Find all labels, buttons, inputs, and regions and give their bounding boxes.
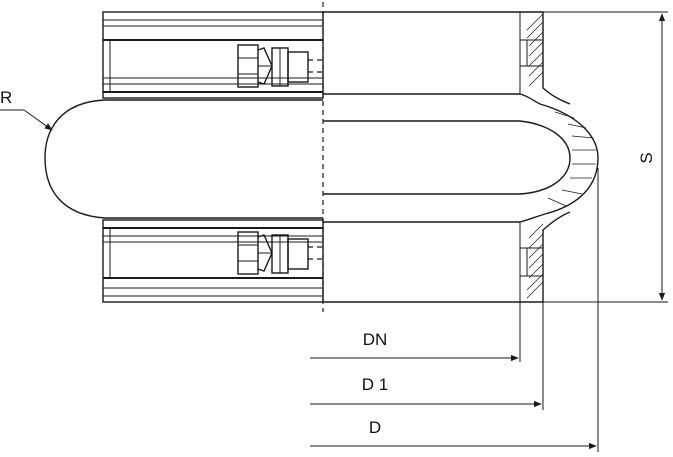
dimension-d-label: D xyxy=(369,418,381,437)
rubber-bellow-section xyxy=(519,93,599,223)
dimension-r-label: R xyxy=(0,88,12,107)
dimension-s: S xyxy=(543,11,668,303)
lower-flange-assembly xyxy=(102,219,324,303)
lower-bolt-nut xyxy=(237,231,323,275)
upper-bolt-nut xyxy=(237,44,323,88)
dimension-r: R xyxy=(0,88,53,131)
dimension-dn: DN xyxy=(310,302,521,362)
dimension-d1: D 1 xyxy=(310,302,544,410)
rubber-bellow-exterior xyxy=(44,99,323,219)
section-view xyxy=(323,11,599,303)
lower-flange-outline xyxy=(102,219,324,303)
dimension-d: D xyxy=(310,168,599,452)
dimension-d1-label: D 1 xyxy=(362,375,388,394)
upper-flange-assembly xyxy=(102,11,324,99)
dimension-s-label: S xyxy=(637,152,656,163)
dimension-dn-label: DN xyxy=(363,330,388,349)
upper-flange-outline xyxy=(102,11,324,99)
